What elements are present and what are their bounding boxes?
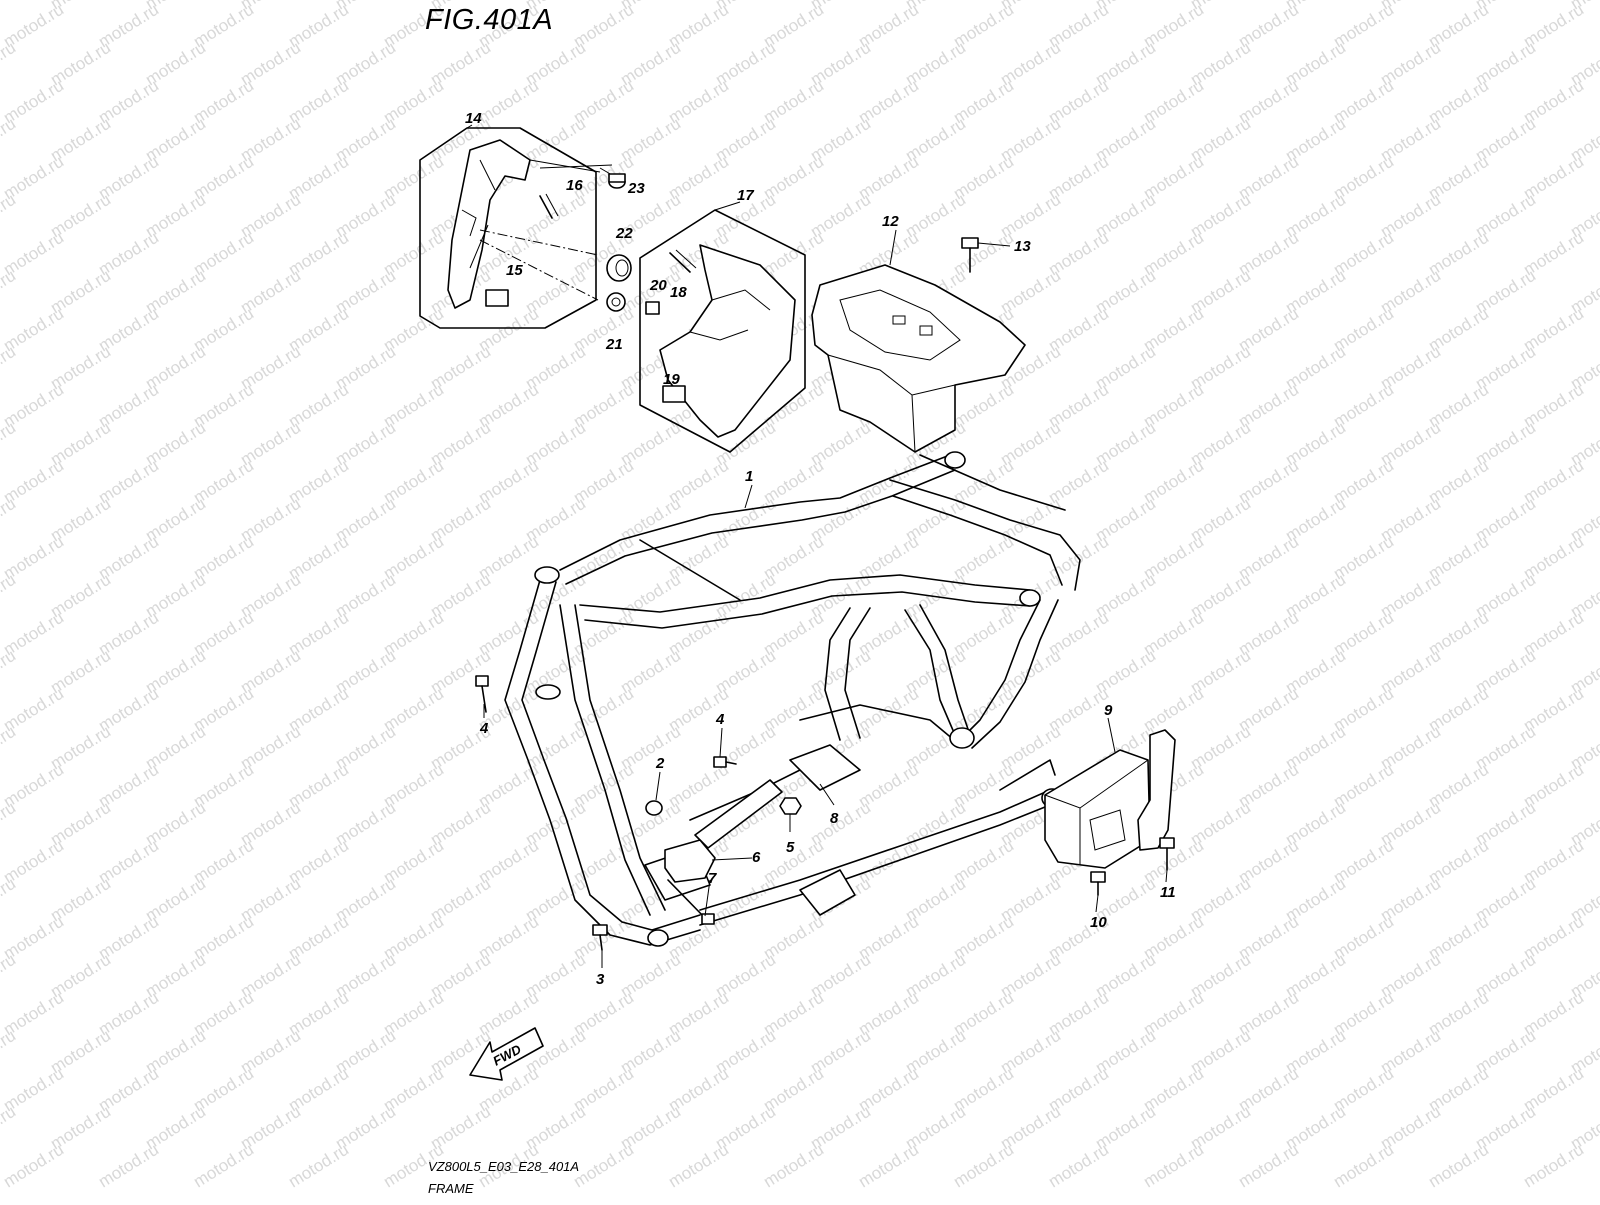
watermark-text: motod.ru (1140, 1140, 1207, 1192)
part-4-bolt-upper-left[interactable] (475, 675, 489, 713)
part-11-bolt[interactable] (1159, 837, 1175, 871)
part-23-grommet[interactable] (608, 173, 626, 189)
watermark-text: motod.ru (1425, 1140, 1492, 1192)
figure-title: FIG.401A (425, 4, 554, 36)
watermark-text: motod.ru (0, 0, 19, 13)
callout-4-center: 4 (715, 711, 725, 728)
part-19-cushion[interactable] (662, 385, 686, 403)
part-14-side-cover-kit[interactable] (419, 127, 613, 329)
watermark-text: motod.ru (760, 1140, 827, 1192)
part-2-cap[interactable] (645, 800, 663, 816)
part-9-bracket[interactable] (1137, 729, 1176, 851)
callout-7: 7 (708, 870, 717, 887)
part-22-grommet[interactable] (606, 254, 632, 282)
part-21-bushing[interactable] (606, 292, 626, 312)
watermark-text: motod.ru (1045, 1140, 1112, 1192)
watermark-text: motod.ru (950, 1140, 1017, 1192)
callout-labels: 14 16 23 17 12 22 13 15 20 18 21 19 1 9 … (465, 110, 1176, 988)
callout-10: 10 (1090, 914, 1107, 931)
callout-6: 6 (752, 849, 761, 866)
callout-17: 17 (737, 187, 754, 204)
callout-9: 9 (1104, 702, 1113, 719)
part-10-bolt[interactable] (1090, 871, 1106, 896)
part-3-bolt[interactable] (592, 924, 608, 951)
part-6-plate[interactable] (664, 839, 716, 883)
watermark-text: motod.ru (570, 1140, 637, 1192)
part-17-cover-kit[interactable] (639, 209, 806, 453)
callout-19: 19 (663, 371, 680, 388)
callout-18: 18 (670, 284, 687, 301)
watermark-text: motod.ru (285, 1140, 352, 1192)
callout-14: 14 (465, 110, 482, 127)
part-12-battery-holder[interactable] (811, 264, 1026, 453)
callout-16: 16 (566, 177, 583, 194)
callout-3: 3 (596, 971, 605, 988)
part-7-bolt[interactable] (667, 879, 715, 925)
watermark-text: motod.ru (1330, 1140, 1397, 1192)
callout-4-left: 4 (479, 720, 489, 737)
leader-lines (466, 124, 1168, 968)
part-18-band[interactable] (669, 252, 691, 273)
part-16-band[interactable] (539, 195, 553, 219)
watermark-text: motod.ru (1520, 1140, 1587, 1192)
callout-5: 5 (786, 839, 795, 856)
callout-22: 22 (615, 225, 633, 242)
part-9-cover[interactable] (1044, 749, 1151, 869)
callout-8: 8 (830, 810, 839, 827)
part-15-cushion[interactable] (485, 289, 509, 307)
part-20-cushion[interactable] (645, 301, 660, 315)
callout-2: 2 (655, 755, 665, 772)
callout-23: 23 (627, 180, 645, 197)
figure-code: VZ800L5_E03_E28_401A (428, 1159, 580, 1174)
part-5-nut[interactable] (779, 797, 802, 815)
callout-13: 13 (1014, 238, 1031, 255)
callout-20: 20 (649, 277, 667, 294)
callout-21: 21 (605, 336, 623, 353)
callout-15: 15 (506, 262, 523, 279)
watermark-text: motod.ru (190, 1140, 257, 1192)
watermark-text: motod.ru (665, 1140, 732, 1192)
watermark-text: motod.ru (1235, 1140, 1302, 1192)
callout-1: 1 (745, 468, 753, 485)
callout-12: 12 (882, 213, 899, 230)
watermark-text: motod.ru (855, 1140, 922, 1192)
callout-11: 11 (1160, 884, 1176, 901)
watermark-text: motod.ru (95, 1140, 162, 1192)
watermark-text: motod.ru (0, 1140, 67, 1192)
figure-name: FRAME (428, 1181, 474, 1196)
